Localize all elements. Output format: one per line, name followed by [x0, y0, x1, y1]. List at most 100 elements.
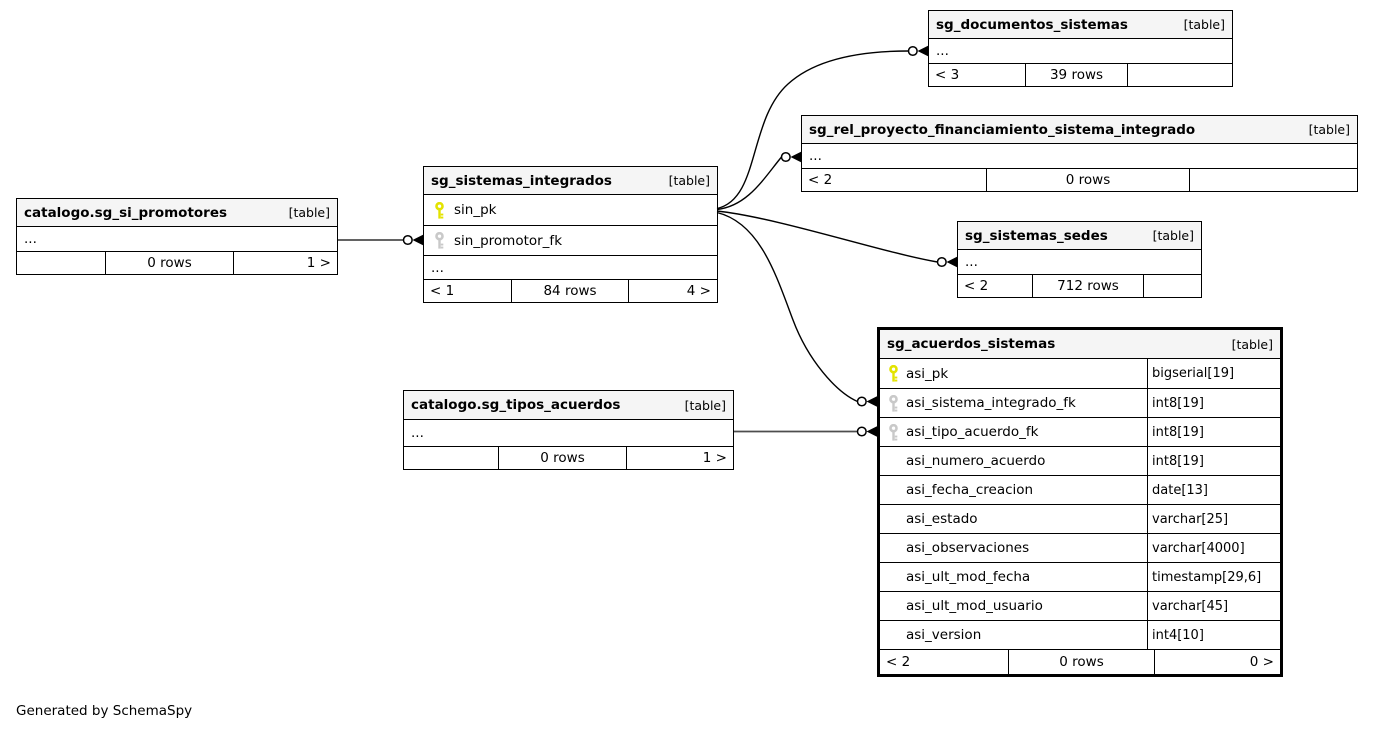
table-box-sg-acuerdos-sistemas[interactable]: sg_acuerdos_sistemas [table] asi_pk bigs…: [877, 327, 1283, 677]
column-name: asi_version: [906, 627, 982, 643]
row-count: 712 rows: [1032, 275, 1143, 297]
footer-left[interactable]: < 2: [808, 172, 833, 188]
table-tag: [table]: [1152, 228, 1194, 243]
table-footer: 0 rows 1 >: [404, 446, 733, 469]
table-box-sg-rel-proyecto-financiamiento[interactable]: sg_rel_proyecto_financiamiento_sistema_i…: [801, 115, 1358, 192]
table-box-sg-sistemas-sedes[interactable]: sg_sistemas_sedes [table] ... < 2 712 ro…: [957, 221, 1202, 298]
column-name: asi_ult_mod_fecha: [906, 569, 1031, 585]
column-row: sin_pk: [424, 195, 717, 225]
table-header: sg_sistemas_integrados [table]: [424, 167, 717, 195]
table-tag: [table]: [1308, 122, 1350, 137]
column-row: asi_ult_mod_usuario varchar[45]: [880, 591, 1280, 620]
row-count: 0 rows: [1008, 650, 1154, 674]
primary-key-icon: [880, 365, 906, 382]
table-header: catalogo.sg_si_promotores [table]: [17, 199, 337, 227]
table-footer: < 1 84 rows 4 >: [424, 279, 717, 302]
column-row: asi_fecha_creacion date[13]: [880, 475, 1280, 504]
row-count: 0 rows: [105, 252, 233, 274]
row-count: 0 rows: [498, 447, 626, 469]
connector-integrados-relproyecto: [716, 151, 801, 211]
column-name: asi_numero_acuerdo: [906, 453, 1046, 469]
connector-promotores-integrados: [338, 234, 423, 246]
column-row: asi_tipo_acuerdo_fk int8[19]: [880, 417, 1280, 446]
footer-left[interactable]: < 3: [935, 67, 960, 83]
footer-left[interactable]: < 1: [430, 283, 455, 299]
columns-ellipsis: ...: [424, 255, 717, 279]
footer-right[interactable]: 0 >: [1154, 650, 1280, 674]
generated-by-note: Generated by SchemaSpy: [16, 703, 193, 719]
column-name: asi_fecha_creacion: [906, 482, 1034, 498]
column-type: timestamp[29,6]: [1147, 563, 1280, 591]
row-count: 0 rows: [986, 169, 1189, 191]
table-tag: [table]: [1231, 336, 1273, 352]
column-name: sin_promotor_fk: [454, 232, 563, 249]
table-box-sg-si-promotores[interactable]: catalogo.sg_si_promotores [table] ... 0 …: [16, 198, 338, 275]
column-type: date[13]: [1147, 476, 1280, 504]
column-row: asi_version int4[10]: [880, 620, 1280, 649]
table-header: catalogo.sg_tipos_acuerdos [table]: [404, 391, 733, 420]
columns-ellipsis: ...: [965, 254, 978, 270]
foreign-key-icon: [424, 232, 454, 249]
columns-ellipsis: ...: [411, 425, 424, 441]
connector-integrados-sedes: [716, 210, 957, 268]
table-tag: [table]: [288, 205, 330, 220]
column-row: asi_estado varchar[25]: [880, 504, 1280, 533]
table-footer: < 2 0 rows: [802, 168, 1357, 191]
foreign-key-icon: [880, 423, 906, 441]
table-tag: [table]: [1183, 17, 1225, 32]
column-type: int8[19]: [1147, 447, 1280, 475]
table-box-sg-sistemas-integrados[interactable]: sg_sistemas_integrados [table] sin_pk: [423, 166, 718, 303]
columns-ellipsis: ...: [809, 148, 822, 164]
connector-integrados-acuerdos: [716, 211, 877, 407]
table-name[interactable]: sg_sistemas_integrados: [431, 172, 612, 189]
table-name[interactable]: sg_sistemas_sedes: [965, 227, 1108, 244]
column-name: asi_estado: [906, 511, 978, 527]
column-type: int8[19]: [1147, 389, 1280, 417]
column-row: asi_sistema_integrado_fk int8[19]: [880, 388, 1280, 417]
table-header: sg_sistemas_sedes [table]: [958, 222, 1201, 250]
table-name[interactable]: catalogo.sg_tipos_acuerdos: [411, 397, 621, 413]
column-row: asi_numero_acuerdo int8[19]: [880, 446, 1280, 475]
table-name[interactable]: sg_documentos_sistemas: [936, 16, 1128, 33]
foreign-key-icon: [880, 394, 906, 412]
column-type: varchar[4000]: [1147, 534, 1280, 562]
table-box-sg-documentos-sistemas[interactable]: sg_documentos_sistemas [table] ... < 3 3…: [928, 10, 1233, 87]
column-row: asi_observaciones varchar[4000]: [880, 533, 1280, 562]
column-type: int8[19]: [1147, 418, 1280, 446]
column-row: asi_pk bigserial[19]: [880, 359, 1280, 388]
footer-left: [404, 447, 498, 469]
row-count: 39 rows: [1025, 64, 1127, 86]
column-name: asi_pk: [906, 365, 949, 382]
table-name[interactable]: sg_acuerdos_sistemas: [887, 336, 1056, 352]
column-name: asi_ult_mod_usuario: [906, 598, 1043, 614]
footer-right[interactable]: 1 >: [626, 447, 733, 469]
footer-right: [1143, 275, 1201, 297]
table-header: sg_documentos_sistemas [table]: [929, 11, 1232, 39]
footer-left[interactable]: < 2: [886, 654, 911, 670]
table-tag: [table]: [684, 397, 726, 413]
footer-right[interactable]: 1 >: [233, 252, 337, 274]
table-name[interactable]: catalogo.sg_si_promotores: [24, 204, 228, 221]
table-name[interactable]: sg_rel_proyecto_financiamiento_sistema_i…: [809, 121, 1196, 138]
column-row: asi_ult_mod_fecha timestamp[29,6]: [880, 562, 1280, 591]
column-type: bigserial[19]: [1147, 359, 1280, 388]
column-type: varchar[45]: [1147, 592, 1280, 620]
footer-right[interactable]: 4 >: [628, 280, 717, 302]
column-type: int4[10]: [1147, 621, 1280, 649]
table-footer: 0 rows 1 >: [17, 251, 337, 274]
row-count: 84 rows: [511, 280, 628, 302]
table-footer: < 2 0 rows 0 >: [880, 649, 1280, 674]
columns-ellipsis: ...: [936, 43, 949, 59]
column-name: asi_sistema_integrado_fk: [906, 395, 1076, 411]
table-box-sg-tipos-acuerdos[interactable]: catalogo.sg_tipos_acuerdos [table] ... 0…: [403, 390, 734, 470]
footer-left[interactable]: < 2: [964, 278, 989, 294]
table-header: sg_acuerdos_sistemas [table]: [880, 330, 1280, 359]
column-name: asi_tipo_acuerdo_fk: [906, 424, 1039, 440]
column-type: varchar[25]: [1147, 505, 1280, 533]
table-footer: < 3 39 rows: [929, 63, 1232, 86]
table-footer: < 2 712 rows: [958, 274, 1201, 297]
columns-ellipsis: ...: [24, 231, 37, 247]
column-name: sin_pk: [454, 202, 497, 218]
footer-right: [1189, 169, 1357, 191]
column-name: asi_observaciones: [906, 540, 1030, 556]
